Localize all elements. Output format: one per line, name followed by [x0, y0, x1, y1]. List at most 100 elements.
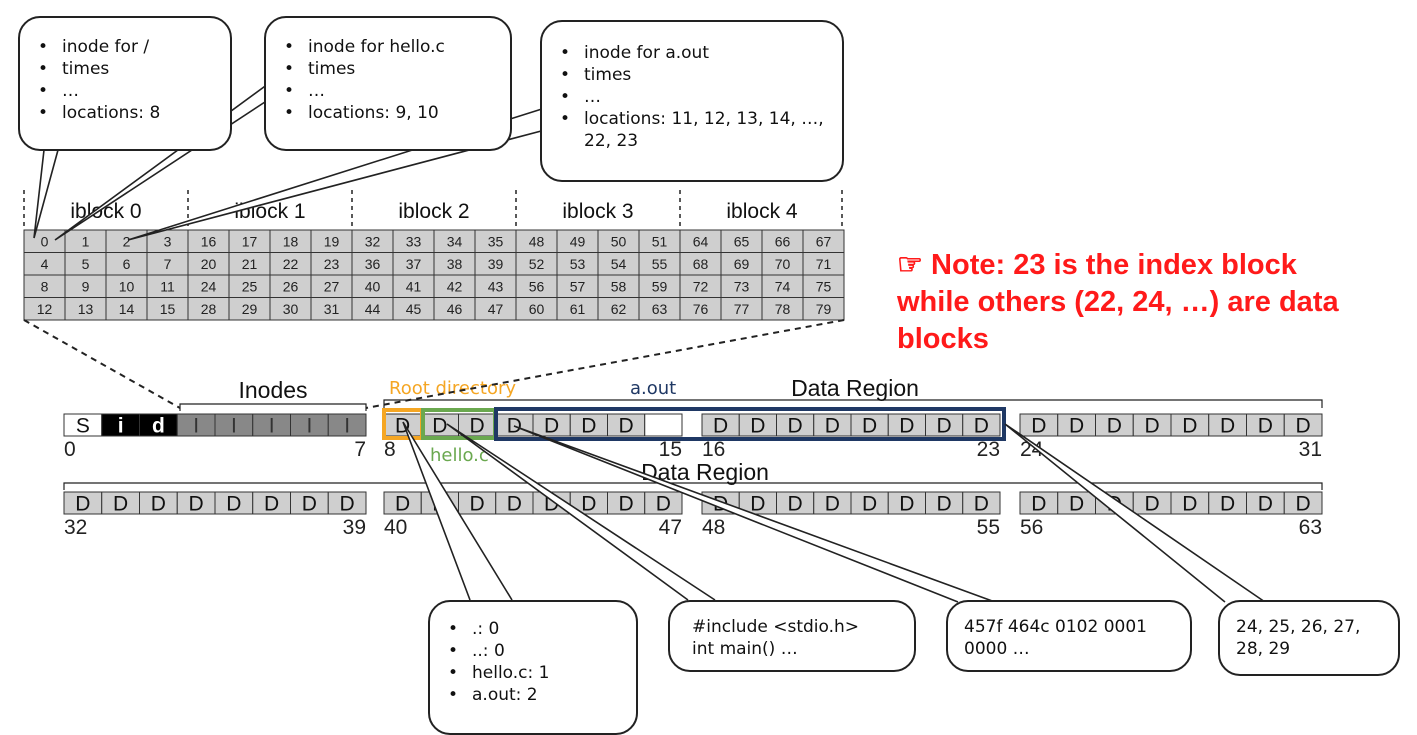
disk-row2-block-label: D: [1182, 493, 1197, 516]
dir-block-pointer: [402, 421, 513, 601]
disk-row2-block: [327, 491, 367, 515]
data-region-bracket: [383, 399, 1323, 408]
disk-row1-block-label: D: [1182, 415, 1197, 438]
block-number: 16: [702, 438, 725, 461]
disk-row2-block-label: D: [899, 493, 914, 516]
inode-number: 19: [324, 234, 340, 250]
inode-number: 29: [242, 301, 258, 317]
disk-row1-block-label: D: [899, 415, 914, 438]
block-number: 24: [1020, 438, 1044, 461]
inode-number: 59: [652, 279, 668, 295]
inode-number: 12: [37, 301, 53, 317]
callout-item: .: 0: [442, 618, 624, 640]
callout-item: locations: 11, 12, 13, 14, …, 22, 23: [554, 108, 830, 152]
inode-number: 25: [242, 279, 258, 295]
block-number: 15: [659, 438, 682, 461]
callout-item: locations: 8: [32, 102, 218, 124]
disk-row2-block-label: D: [974, 493, 989, 516]
inode-number: 11: [160, 279, 175, 295]
disk-row1-block-label: I: [344, 415, 350, 438]
aout-inode-callout: inode for a.outtimes…locations: 11, 12, …: [540, 20, 844, 182]
disk-row1-block-label: D: [1145, 415, 1160, 438]
disk-row1-block-label: D: [750, 415, 765, 438]
hello-block-callout: #include <stdio.h> int main() …: [668, 600, 916, 672]
disk-row1-block-label: D: [1107, 415, 1122, 438]
inode-number: 57: [570, 279, 586, 295]
disk-row1-block-label: D: [470, 415, 485, 438]
inode-number: 58: [611, 279, 627, 295]
hello-block-pointer: [446, 423, 716, 601]
inode-number: 15: [160, 301, 176, 317]
inode-number: 77: [734, 301, 750, 317]
inode-number: 74: [775, 279, 791, 295]
aout-block-callout: 457f 464c 0102 0001 0000 …: [946, 600, 1192, 672]
inode-number: 65: [734, 234, 750, 250]
inode-number: 54: [611, 256, 627, 272]
inode-number: 46: [447, 301, 463, 317]
iblock-header: iblock 4: [726, 200, 798, 223]
inode-number: 0: [41, 234, 49, 250]
inodes-label: Inodes: [238, 377, 307, 403]
inode-number: 20: [201, 256, 217, 272]
callout-item: inode for /: [32, 36, 218, 58]
callout-item: ..: 0: [442, 640, 624, 662]
inode-number: 32: [365, 234, 381, 250]
disk-row2-block-label: D: [825, 493, 840, 516]
inode-number: 37: [406, 256, 422, 272]
iblock-header: iblock 3: [562, 200, 633, 223]
inode-number: 23: [324, 256, 340, 272]
disk-row2-block-label: D: [750, 493, 765, 516]
disk-row2-block-label: D: [1220, 493, 1235, 516]
inode-number: 22: [283, 256, 299, 272]
block-number: 31: [1299, 438, 1322, 461]
callout-item: times: [32, 58, 218, 80]
inode-number: 28: [201, 301, 217, 317]
inode-number: 47: [488, 301, 504, 317]
block-number: 55: [977, 516, 1000, 539]
disk-row2-block-label: D: [1145, 493, 1160, 516]
disk-row2-block-label: D: [264, 493, 279, 516]
dir-block-callout: .: 0..: 0hello.c: 1a.out: 2: [428, 600, 638, 735]
inode-number: 56: [529, 279, 545, 295]
iblock-header: iblock 2: [398, 200, 469, 223]
disk-row1-block-label: D: [1031, 415, 1046, 438]
inode-number: 33: [406, 234, 422, 250]
inode-number: 10: [119, 279, 135, 295]
inode-number: 21: [242, 256, 258, 272]
aout-block-text: 457f 464c 0102 0001 0000 …: [964, 617, 1147, 659]
root-directory-label: Root directory: [389, 378, 516, 399]
inodes-bracket: [179, 403, 367, 411]
block-number: 56: [1020, 516, 1043, 539]
a-out-label: a.out: [630, 378, 676, 399]
disk-row2-block-label: D: [581, 493, 596, 516]
inode-number: 13: [78, 301, 94, 317]
index-block-pointer: [1004, 423, 1266, 603]
aout-block-pointer: [513, 425, 996, 603]
disk-row1-block-label: D: [581, 415, 596, 438]
inode-number: 68: [693, 256, 709, 272]
inode-number: 62: [611, 301, 627, 317]
inode-number: 43: [488, 279, 504, 295]
data-region-label: Data Region: [791, 375, 919, 401]
data-region-bracket-2: [63, 482, 1323, 490]
disk-row2-block-label: D: [395, 493, 410, 516]
inode-number: 76: [693, 301, 709, 317]
inode-number: 3: [164, 234, 172, 250]
disk-row2-block: [644, 491, 683, 515]
disk-row2-block-label: D: [1258, 493, 1273, 516]
disk-row2-block-label: D: [1031, 493, 1046, 516]
callout-item: a.out: 2: [442, 684, 624, 706]
disk-row1-block-label: D: [1296, 415, 1311, 438]
root-inode-callout: inode for /times…locations: 8: [18, 16, 232, 151]
inode-number: 61: [570, 301, 586, 317]
inode-number: 26: [283, 279, 299, 295]
inode-number: 5: [82, 256, 90, 272]
inode-number: 24: [201, 279, 217, 295]
inode-number: 78: [775, 301, 791, 317]
callout-item: locations: 9, 10: [278, 102, 498, 124]
disk-row2-block-label: D: [302, 493, 317, 516]
disk-row2-block-label: D: [1296, 493, 1311, 516]
disk-row1-block-label: S: [76, 415, 90, 438]
callout-item: times: [278, 58, 498, 80]
block-number: 8: [384, 438, 396, 461]
